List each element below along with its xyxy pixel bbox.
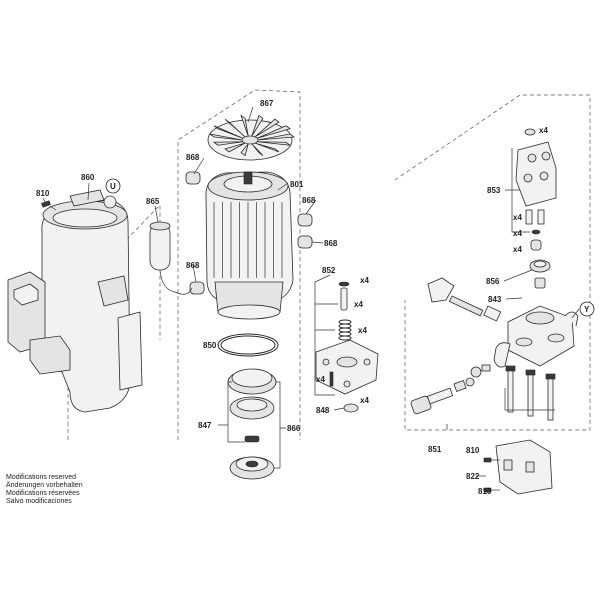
label-847: 847	[198, 421, 212, 430]
swash-plate-866	[227, 368, 277, 480]
note-line: Modifications reserved	[6, 474, 77, 481]
note-line: Salvo modificaciones	[6, 498, 72, 505]
label-810: 810	[36, 189, 50, 198]
fan-blade	[251, 114, 264, 137]
housing-part	[7, 189, 143, 413]
qty-x4: x4	[513, 245, 522, 254]
qty-x4: x4	[539, 126, 548, 135]
fan-blade	[254, 142, 280, 153]
label-822: 822	[466, 472, 480, 481]
frame-motor	[177, 89, 301, 440]
o-ring-850	[217, 333, 279, 357]
valve-set-853	[515, 128, 557, 251]
label-810: 810	[478, 487, 492, 496]
motor-801	[205, 171, 294, 320]
fan-blade	[209, 133, 243, 141]
fan-blade	[240, 143, 249, 157]
label-865: 865	[146, 197, 160, 206]
outlet-fitting-851	[410, 380, 467, 415]
label-860: 860	[81, 173, 95, 182]
label-868: 868	[324, 239, 338, 248]
qty-x4: x4	[513, 213, 522, 222]
label-852: 852	[322, 266, 336, 275]
label-850: 850	[203, 341, 217, 350]
screw-810	[41, 200, 57, 211]
piston-set-852	[315, 281, 379, 413]
spring-coil	[338, 319, 352, 325]
qty-x4: x4	[358, 326, 367, 335]
marker-u: U	[105, 178, 121, 194]
bolts	[505, 365, 556, 421]
unloader-valve-856	[529, 259, 551, 289]
bracket-822	[483, 439, 553, 495]
fan-blade	[240, 114, 249, 137]
marker-y: Y	[579, 301, 595, 317]
fan-blade	[257, 125, 291, 139]
label-867: 867	[260, 99, 274, 108]
svg-text:U: U	[110, 182, 116, 191]
label-801: 801	[290, 180, 304, 189]
fan-blade	[224, 118, 246, 138]
note-line: Modifications réservées	[6, 490, 80, 497]
fan-blade	[212, 141, 243, 146]
leader-lines	[42, 106, 580, 477]
fan-blade	[251, 143, 264, 156]
fan-blade	[257, 133, 296, 141]
pump-body-843	[427, 277, 579, 387]
fan-blade	[254, 118, 280, 138]
label-848: 848	[316, 406, 330, 415]
frame-pump	[394, 94, 591, 431]
svg-text:Y: Y	[584, 305, 590, 314]
fan-blade	[213, 125, 243, 139]
label-868: 868	[302, 196, 316, 205]
note-line: Änderungen vorbehalten	[6, 482, 83, 489]
fan-blade	[257, 141, 292, 146]
spring-coil	[338, 335, 352, 341]
label-868: 868	[186, 153, 200, 162]
label-853: 853	[487, 186, 501, 195]
label-868: 868	[186, 261, 200, 270]
fan-867	[207, 114, 296, 161]
spring-coil	[338, 331, 352, 337]
capacitor-865	[149, 221, 193, 295]
qty-x4: x4	[354, 300, 363, 309]
fan-blade	[224, 142, 246, 153]
qty-x4: x4	[360, 396, 369, 405]
label-810: 810	[466, 446, 480, 455]
label-856: 856	[486, 277, 500, 286]
spring-coil	[338, 323, 352, 329]
qty-x4: x4	[360, 276, 369, 285]
spring-coil	[338, 327, 352, 333]
qty-x4: x4	[513, 229, 522, 238]
label-866: 866	[287, 424, 301, 433]
rubber-mount-868	[185, 171, 313, 295]
qty-x4: x4	[316, 375, 325, 384]
part-labels: 867 868 801 868 868 868 865 860 810 850 …	[36, 99, 548, 496]
label-851: 851	[428, 445, 442, 454]
label-843: 843	[488, 295, 502, 304]
